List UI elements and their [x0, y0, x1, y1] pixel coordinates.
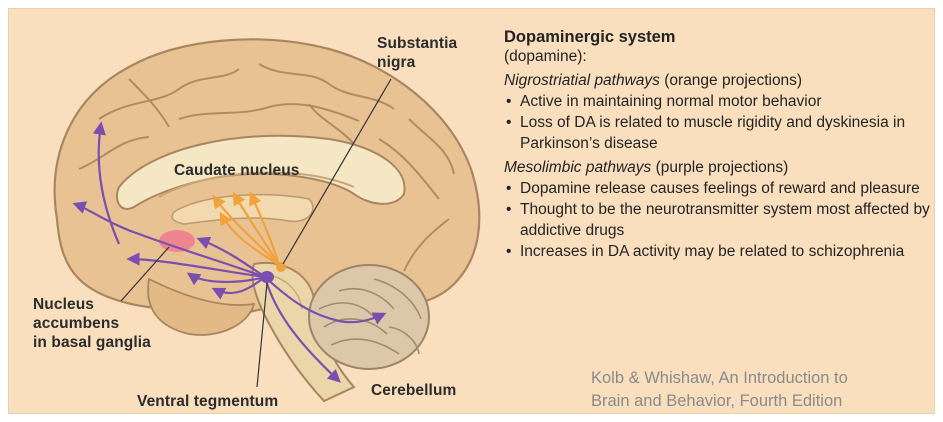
mesolimbic-list: Dopamine release causes feelings of rewa…	[504, 178, 934, 262]
ventral-tegmentum-label: Ventral tegmentum	[137, 392, 278, 411]
nucleus-accumbens-label: Nucleus accumbens in basal ganglia	[33, 295, 151, 352]
list-item: Thought to be the neurotransmitter syste…	[504, 199, 934, 241]
list-item: Increases in DA activity may be related …	[504, 241, 934, 262]
mesolimbic-heading: Mesolimbic pathways (purple projections)	[504, 158, 934, 178]
list-item: Active in maintaining normal motor behav…	[504, 91, 934, 112]
citation: Kolb & Whishaw, An Introduction to Brain…	[591, 367, 941, 413]
system-subtitle: (dopamine):	[504, 47, 934, 67]
description-panel: Dopaminergic system (dopamine): Nigrostr…	[504, 27, 934, 262]
list-item: Dopamine release causes feelings of rewa…	[504, 178, 934, 199]
substantia-nigra-label: Substantia nigra	[377, 34, 457, 72]
nigrostriatal-list: Active in maintaining normal motor behav…	[504, 91, 934, 154]
cerebellum-label: Cerebellum	[371, 381, 456, 400]
figure-panel: Substantia nigra Caudate nucleus Nucleus…	[8, 8, 935, 414]
nigrostriatal-heading: Nigrostriatial pathways (orange projecti…	[504, 71, 934, 91]
caudate-nucleus-label: Caudate nucleus	[174, 161, 300, 180]
nucleus-accumbens-area	[159, 230, 195, 252]
system-title: Dopaminergic system	[504, 27, 934, 47]
list-item: Loss of DA is related to muscle rigidity…	[504, 112, 934, 154]
